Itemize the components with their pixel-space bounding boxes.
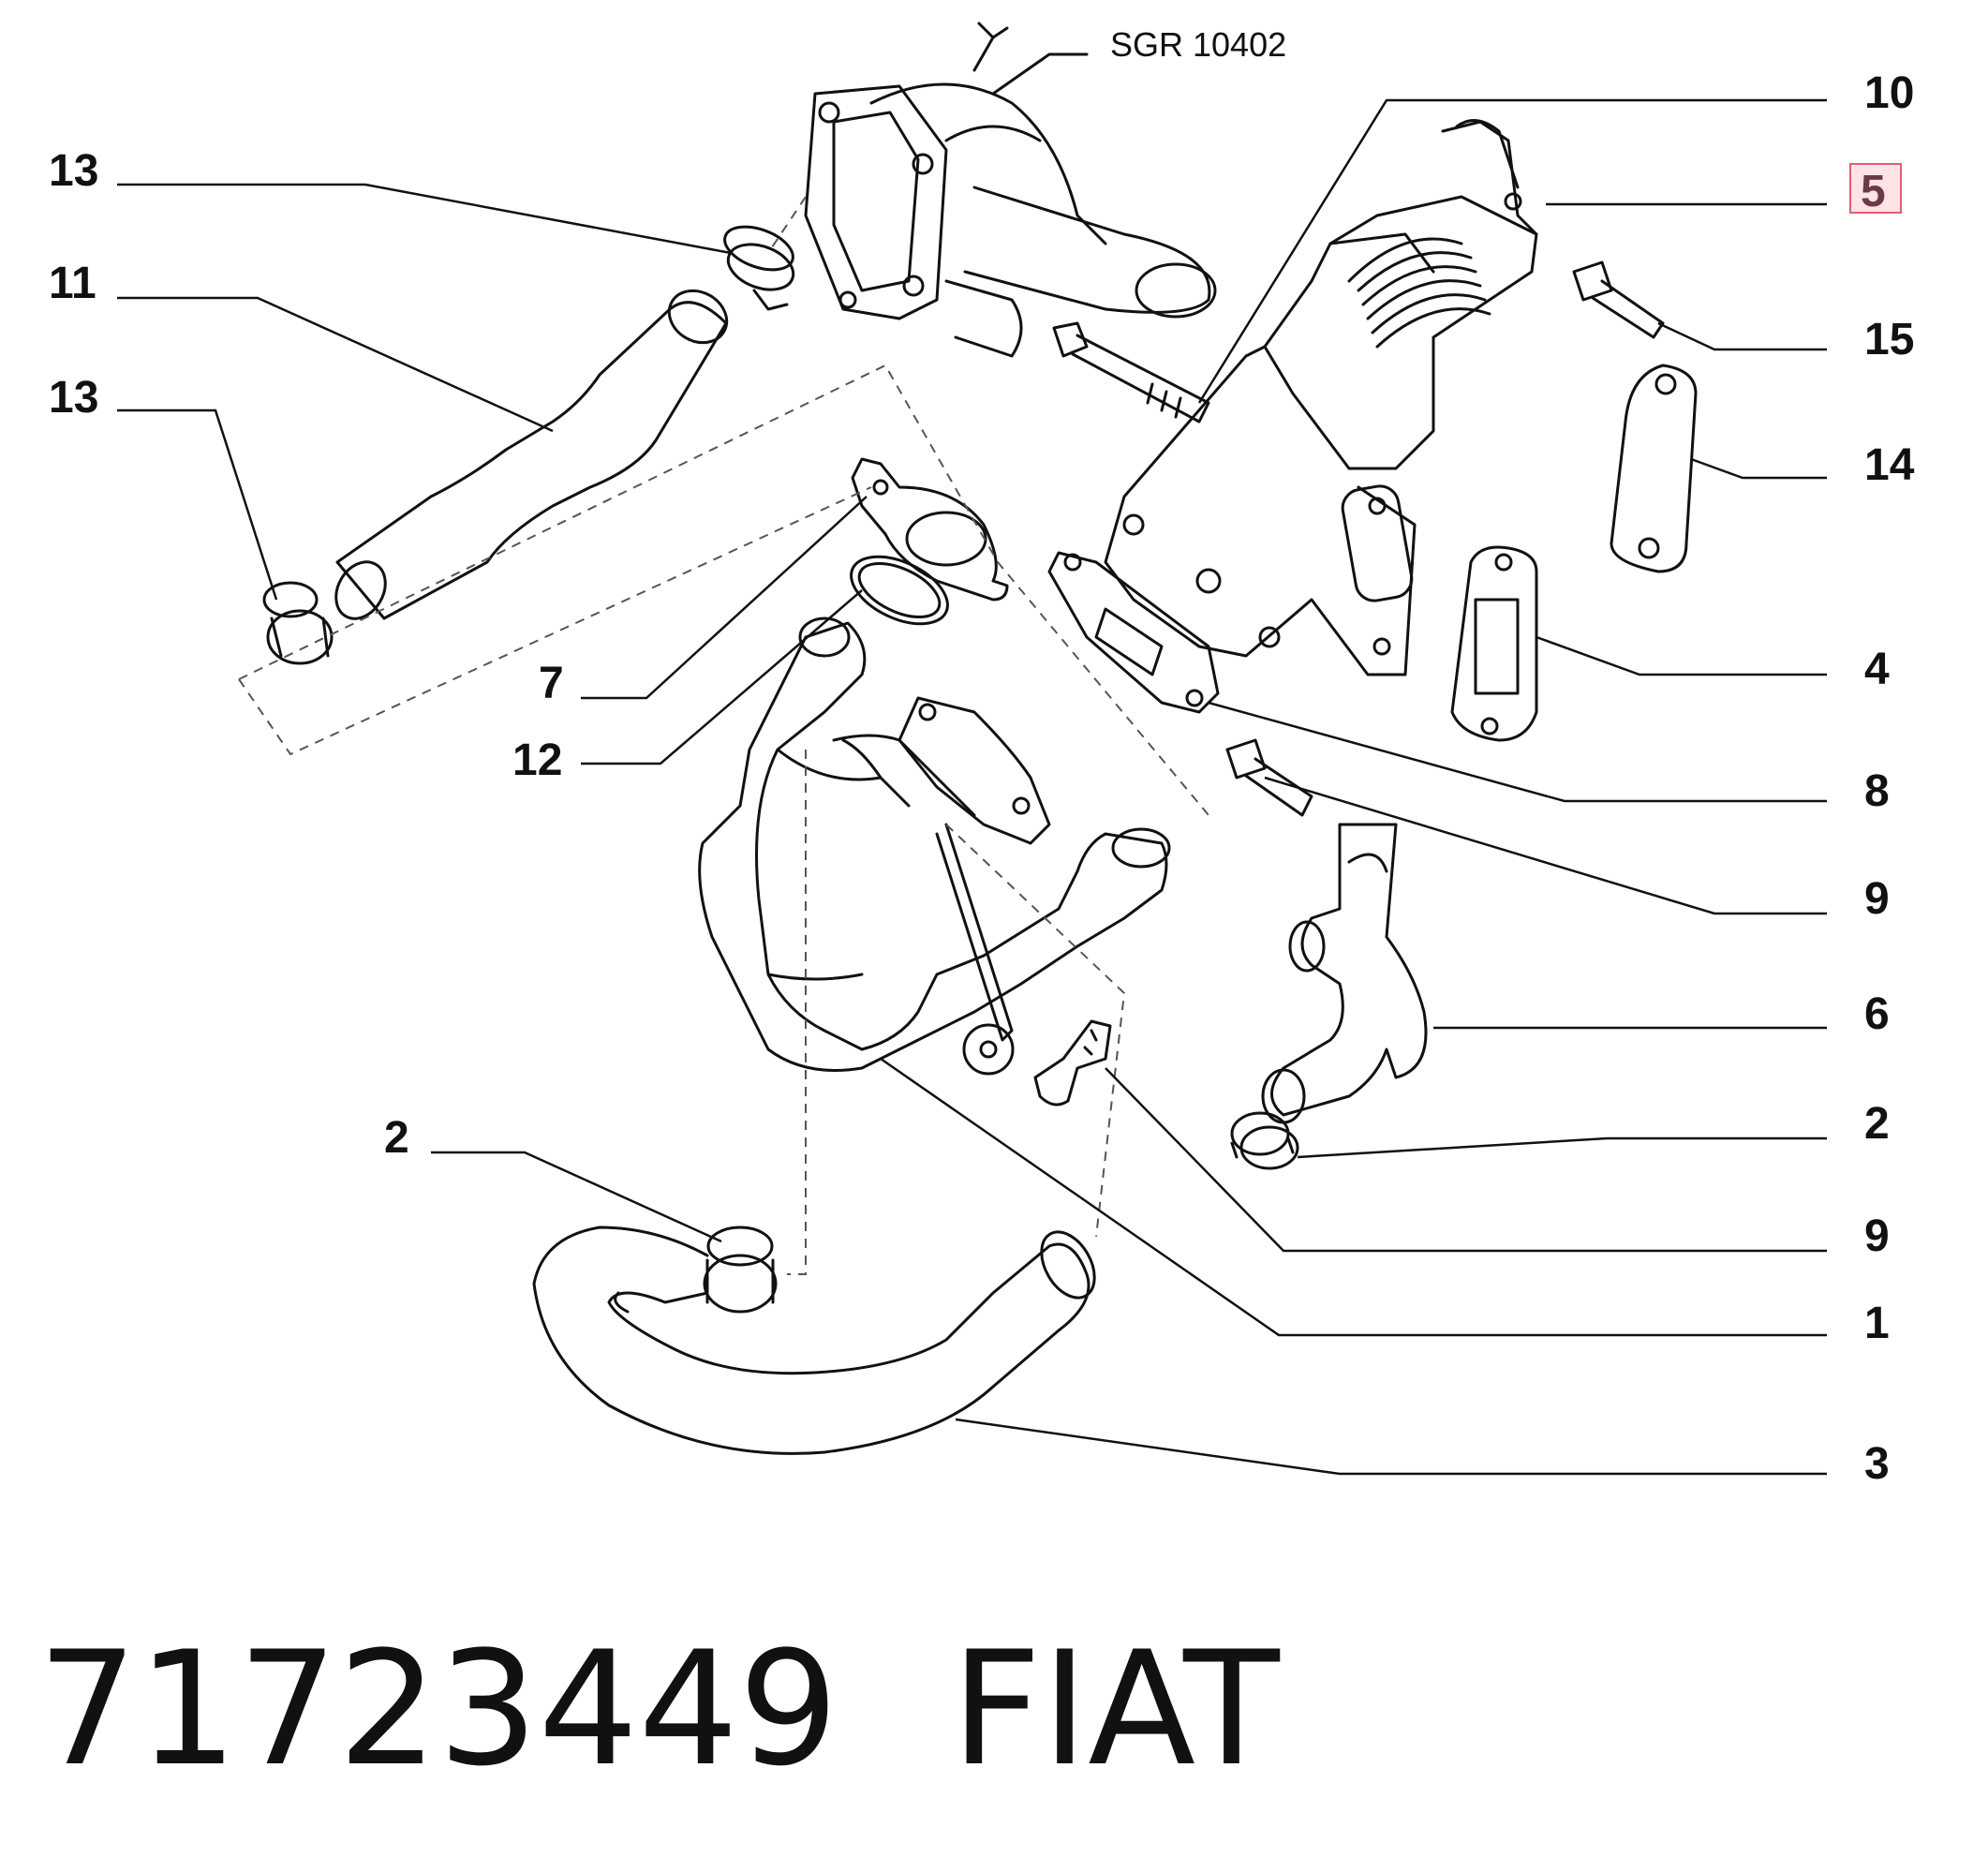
egr-valve	[1104, 119, 1538, 676]
bolt-15	[1572, 260, 1665, 339]
callout-8: 8	[1864, 766, 1890, 816]
callout-1: 1	[1864, 1299, 1890, 1348]
callout-9-bottom: 9	[1864, 1211, 1890, 1261]
bolt-9-lower	[1033, 1019, 1112, 1107]
callout-13-top: 13	[49, 146, 98, 196]
bolt-10	[1052, 321, 1210, 423]
callout-13-mid: 13	[49, 373, 98, 423]
clamp-7	[851, 457, 1009, 602]
gasket-12	[850, 555, 949, 626]
gasket-4	[1450, 545, 1538, 742]
callout-4: 4	[1864, 645, 1890, 694]
clamp-2-left	[703, 1226, 778, 1314]
hose-11	[334, 289, 729, 620]
dashed-guides	[238, 196, 1209, 1275]
hose-3	[532, 1226, 1096, 1455]
callout-14: 14	[1864, 440, 1915, 490]
callout-2-right: 2	[1864, 1099, 1890, 1149]
part-number: 71723449	[37, 1617, 839, 1801]
clamp-13-mid	[262, 581, 334, 665]
leader-sgr	[991, 52, 1089, 96]
pipe-6	[1261, 823, 1428, 1124]
clamp-2-right	[1230, 1111, 1299, 1170]
callout-5: 5	[1861, 167, 1886, 216]
clamp-13-top	[723, 225, 795, 311]
callout-3: 3	[1864, 1439, 1890, 1489]
thermostat-housing	[804, 22, 1217, 358]
callout-10: 10	[1864, 68, 1914, 118]
egr-pipe-1	[698, 617, 1171, 1076]
reference-label: SGR 10402	[1110, 25, 1286, 64]
callout-11: 11	[49, 259, 96, 308]
callout-15: 15	[1864, 315, 1914, 364]
gasket-8	[1047, 551, 1220, 714]
leader-lines	[117, 98, 1827, 1476]
callout-6: 6	[1864, 989, 1890, 1039]
callout-12: 12	[512, 735, 562, 785]
callout-9-top: 9	[1864, 874, 1890, 924]
gasket-14	[1610, 364, 1698, 573]
callout-2-left: 2	[384, 1113, 409, 1163]
brand-name: FIAT	[951, 1617, 1280, 1801]
callout-5-highlight	[1849, 163, 1902, 214]
callout-7: 7	[539, 659, 564, 708]
bolt-9-upper	[1225, 738, 1313, 817]
